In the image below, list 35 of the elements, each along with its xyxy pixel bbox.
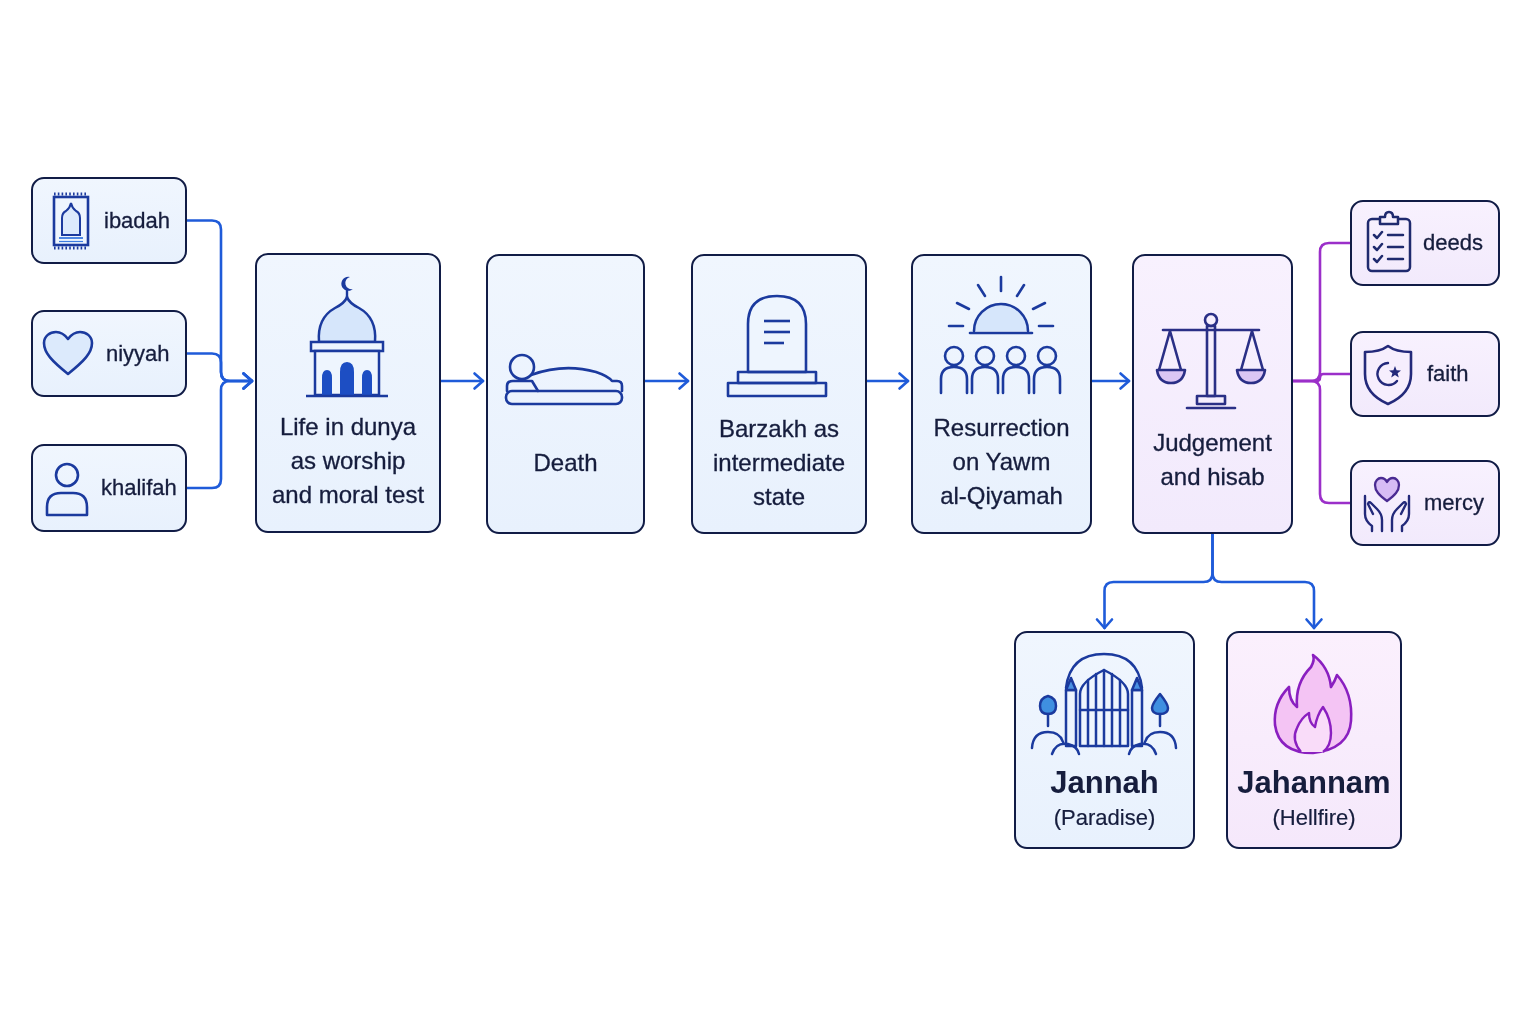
node-label: deeds [1423, 229, 1483, 257]
node-label: Life in dunya as worship and moral test [270, 412, 426, 510]
outcome-title: Jahannam [1237, 764, 1391, 802]
arrow [439, 372, 485, 390]
node-label: mercy [1424, 489, 1484, 517]
arrow [865, 372, 910, 390]
arrow [1211, 532, 1323, 630]
concept-box [31, 444, 187, 532]
connector-line [1291, 379, 1352, 505]
concept-box [31, 177, 187, 264]
stage-box [486, 254, 645, 534]
node-label: Death [533, 448, 598, 478]
concept-box [31, 310, 187, 397]
concept-box [1350, 200, 1500, 286]
outcome-title: Jannah [1050, 764, 1159, 802]
stage-box [691, 254, 867, 534]
arrow [643, 372, 690, 390]
node-label: ibadah [104, 206, 171, 235]
node-label: Judgement and hisab [1152, 428, 1273, 492]
stage-box [911, 254, 1092, 534]
concept-box [1350, 460, 1500, 546]
outcome-box [1014, 631, 1195, 849]
stage-box [255, 253, 441, 533]
node-label: Resurrection on Yawm al-Qiyamah [932, 413, 1071, 511]
stage-box [1132, 254, 1293, 534]
outcome-box [1226, 631, 1402, 849]
node-label: khalifah [101, 474, 177, 502]
node-label: Barzakh as intermediate state [711, 414, 847, 512]
node-label: faith [1427, 360, 1469, 388]
concept-box [1350, 331, 1500, 417]
outcome-subtitle: (Paradise) [1053, 804, 1156, 832]
arrow [185, 372, 254, 490]
arrow [1090, 372, 1131, 390]
outcome-subtitle: (Hellfire) [1272, 804, 1356, 832]
node-label: niyyah [106, 339, 170, 368]
